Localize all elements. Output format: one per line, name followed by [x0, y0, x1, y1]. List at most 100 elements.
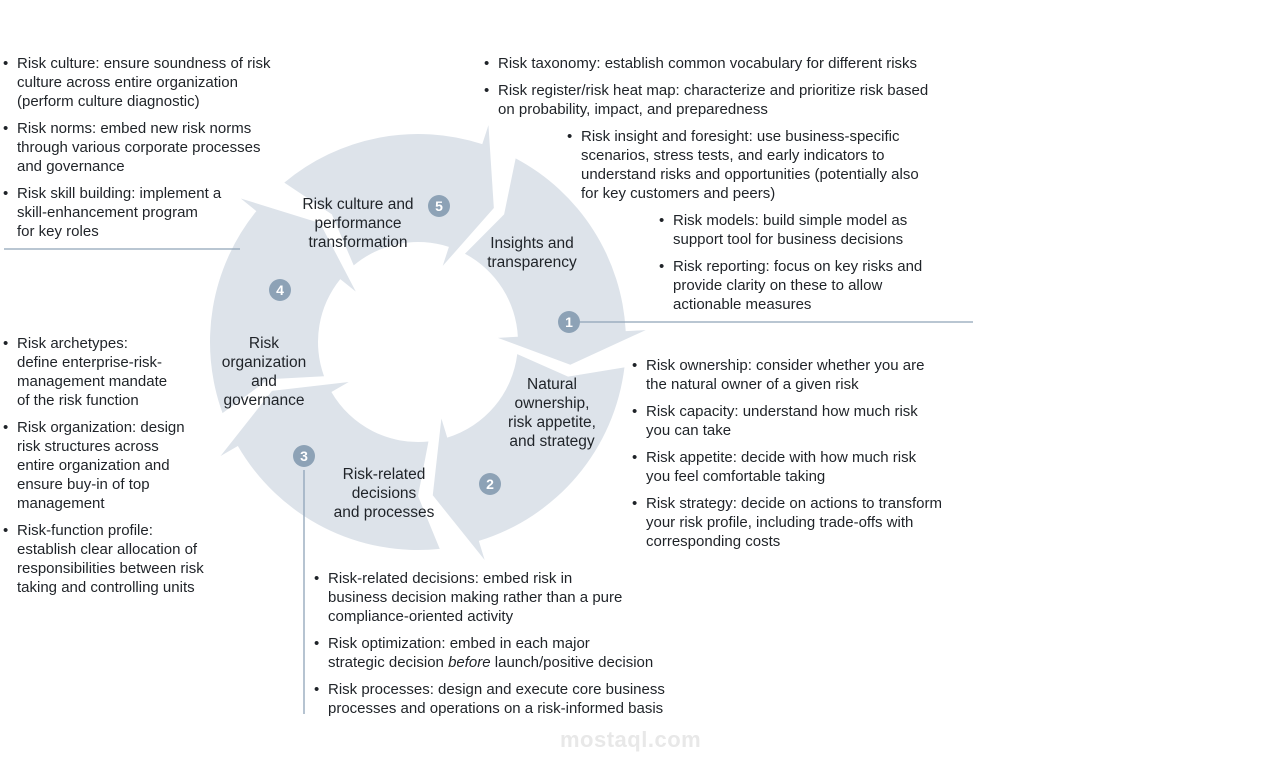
- stage-1-label-line: Insights and: [490, 235, 574, 252]
- bullet-item: Risk strategy: decide on actions to tran…: [632, 494, 942, 551]
- bullet-item: Risk appetite: decide with how much risk…: [632, 448, 942, 486]
- bullet-line: entire organization and: [17, 457, 170, 474]
- bullet-line: responsibilities between risk: [17, 560, 204, 577]
- bullet-line: understand risks and opportunities (pote…: [581, 166, 919, 183]
- stage-2-label-line: risk appetite,: [508, 414, 596, 431]
- bullet-line: you feel comfortable taking: [646, 468, 826, 485]
- stage-2-label-line: and strategy: [509, 433, 595, 450]
- bullet-line: compliance-oriented activity: [328, 608, 514, 625]
- stage-badges: 1 2 3 4 5: [269, 195, 580, 495]
- bottom-bullet-list: Risk-related decisions: embed risk in bus…: [314, 569, 665, 726]
- bullet-item: Risk norms: embed new risk normsthrough …: [3, 119, 270, 176]
- bullet-line: Risk processes: design and execute core …: [328, 681, 665, 698]
- stage-3-label-line: decisions: [351, 485, 417, 502]
- bullet-item: Risk register/risk heat map: characteriz…: [484, 81, 928, 119]
- bullet-line: management: [17, 495, 105, 512]
- ownership-bullet-list: Risk ownership: consider whether you are…: [632, 356, 942, 559]
- bullet-item: Risk organization: design risk structures…: [3, 418, 204, 513]
- bullet-line: business decision making rather than a p…: [328, 589, 623, 606]
- left-bullet-list: Risk archetypes:define enterprise-risk-m…: [3, 334, 204, 605]
- leader-lines: [4, 248, 973, 714]
- bullet-line: culture across entire organization: [17, 74, 238, 91]
- bullet-line: Risk ownership: consider whether you are: [646, 357, 925, 374]
- bullet-line: skill-enhancement program: [17, 204, 198, 221]
- stage-4-label-line: and: [251, 373, 277, 390]
- badge-number: 4: [276, 282, 284, 298]
- bullet-line: Risk-function profile:: [17, 522, 153, 539]
- bullet-line: on probability, impact, and preparedness: [498, 101, 768, 118]
- top-left-bullet-list: Risk culture: ensure soundness of risk cu…: [3, 54, 270, 249]
- bullet-line: Risk reporting: focus on key risks and: [673, 258, 923, 275]
- badge-number: 3: [300, 448, 308, 464]
- bullet-item: Risk insight and foresight: use business…: [567, 127, 919, 203]
- bullet-line: risk structures across: [17, 438, 159, 455]
- stage-4-label-line: governance: [223, 392, 305, 409]
- bullet-line: Risk culture: ensure soundness of risk: [17, 55, 271, 72]
- bullet-item: Risk taxonomy: establish common vocabula…: [484, 54, 928, 73]
- bullet-line: the natural owner of a given risk: [646, 376, 859, 393]
- bullet-line: processes and operations on a risk-infor…: [328, 700, 664, 717]
- bullet-line: Risk organization: design: [17, 419, 185, 436]
- stage-4-badge: 4: [269, 279, 291, 301]
- stage-2-label-line: Natural: [527, 376, 577, 393]
- arrow-segment-2: [432, 354, 625, 561]
- stage-4-label: Risk organization and governance: [212, 334, 316, 410]
- bullet-line: for key customers and peers): [581, 185, 776, 202]
- stage-5-label-line: transformation: [308, 234, 408, 251]
- bullet-line: Risk norms: embed new risk norms: [17, 120, 252, 137]
- bullet-line: you can take: [646, 422, 732, 439]
- bullet-line: for key roles: [17, 223, 99, 240]
- stage-5-label-line: performance: [314, 215, 402, 232]
- badge-circle: [558, 311, 580, 333]
- bullet-line: Risk insight and foresight: use business…: [581, 128, 900, 145]
- stage-3-label: Risk-related decisions and processes: [324, 465, 444, 522]
- top-right-bullet-list: Risk taxonomy: establish common vocabula…: [484, 54, 928, 127]
- bullet-line: Risk optimization: embed in each major: [328, 635, 590, 652]
- bullet-item: Risk models: build simple model assuppor…: [659, 211, 922, 249]
- bullet-line: provide clarity on these to allow: [673, 277, 883, 294]
- badge-circle: [293, 445, 315, 467]
- stage-5-badge: 5: [428, 195, 450, 217]
- bullet-item: Risk reporting: focus on key risks and pr…: [659, 257, 922, 314]
- bullet-line: taking and controlling units: [17, 579, 195, 596]
- stage-4-label-line: organization: [221, 354, 307, 371]
- insight-bullet-list: Risk insight and foresight: use business…: [567, 127, 919, 211]
- arrow-segment-4: [209, 198, 356, 414]
- badge-number: 1: [565, 314, 573, 330]
- bullet-line: Risk capacity: understand how much risk: [646, 403, 918, 420]
- stage-5-label-line: Risk culture and: [302, 196, 414, 213]
- models-bullet-list: Risk models: build simple model assuppor…: [659, 211, 922, 322]
- bullet-line: Risk register/risk heat map: characteriz…: [498, 82, 929, 99]
- arrow-segment-1: [464, 158, 646, 365]
- bullet-line: Risk-related decisions: embed risk in: [328, 570, 573, 587]
- bullet-line: ensure buy-in of top: [17, 476, 150, 493]
- stage-1-label-line: transparency: [487, 254, 577, 271]
- bullet-line: corresponding costs: [646, 533, 781, 550]
- watermark-text: mostaql.com: [560, 727, 702, 752]
- bullet-line: and governance: [17, 158, 125, 175]
- bullet-item: Risk ownership: consider whether you are…: [632, 356, 942, 394]
- bullet-item: Risk-function profile:establish clear al…: [3, 521, 204, 597]
- bullet-line: scenarios, stress tests, and early indic…: [581, 147, 885, 164]
- stage-4-label-line: Risk: [248, 335, 280, 352]
- arrow-segment-5: [284, 125, 494, 266]
- bullet-line: support tool for business decisions: [673, 231, 904, 248]
- bullet-line: your risk profile, including trade-offs …: [646, 514, 914, 531]
- bullet-line: Risk appetite: decide with how much risk: [646, 449, 917, 466]
- bullet-line: management mandate: [17, 373, 168, 390]
- stage-3-badge: 3: [293, 445, 315, 467]
- badge-number: 2: [486, 476, 494, 492]
- bullet-item: Risk processes: design and execute core …: [314, 680, 665, 718]
- arrow-segment-3: [220, 382, 440, 550]
- bullet-line: Risk strategy: decide on actions to tran…: [646, 495, 942, 512]
- stage-1-badge: 1: [558, 311, 580, 333]
- bullet-line: strategic decision before launch/positiv…: [328, 654, 654, 671]
- stage-5-label: Risk culture and performance transformat…: [292, 195, 424, 252]
- bullet-line: actionable measures: [673, 296, 812, 313]
- stage-2-label: Natural ownership, risk appetite, and st…: [494, 375, 610, 451]
- bullet-line: Risk skill building: implement a: [17, 185, 222, 202]
- bullet-item: Risk optimization: embed in each major st…: [314, 634, 665, 672]
- bullet-line: Risk archetypes:: [17, 335, 128, 352]
- badge-number: 5: [435, 198, 443, 214]
